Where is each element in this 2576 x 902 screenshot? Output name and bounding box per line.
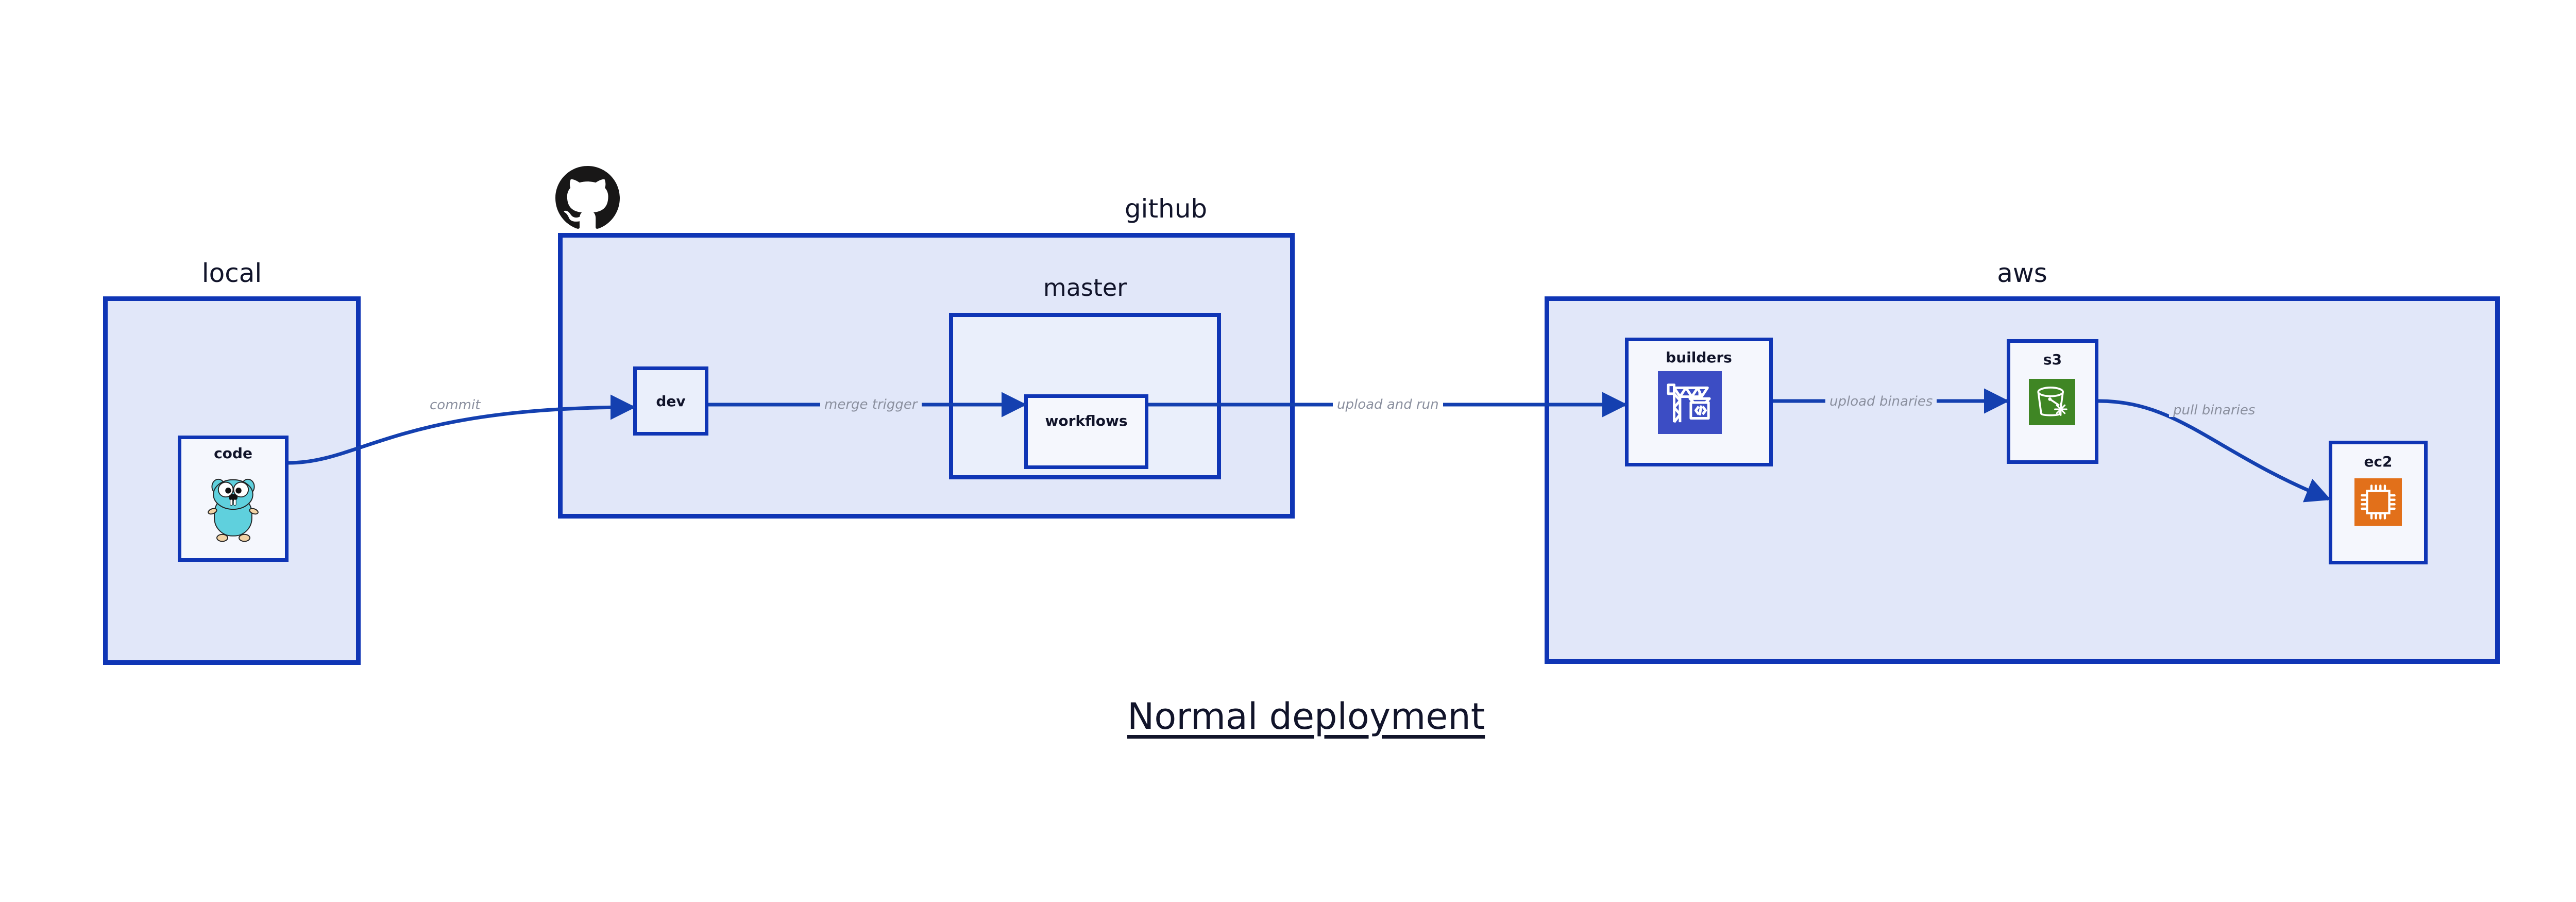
edge-label-upload-and-run: upload and run	[1333, 398, 1443, 411]
node-workflows[interactable]	[1024, 394, 1148, 469]
github-octocat-logo	[555, 166, 620, 230]
edge-label-pull-binaries: pull binaries	[2169, 404, 2260, 417]
group-label-github: github	[1124, 194, 1208, 224]
node-label-dev: dev	[656, 393, 686, 410]
node-label-workflows: workflows	[1045, 412, 1128, 429]
aws-codebuild-icon	[1658, 371, 1722, 434]
node-label-builders: builders	[1666, 349, 1732, 366]
node-label-s3: s3	[2043, 351, 2062, 368]
edge-label-commit: commit	[427, 398, 484, 412]
group-label-local: local	[201, 258, 262, 288]
subgroup-label-master: master	[1043, 274, 1127, 302]
aws-ec2-chip-icon	[2354, 478, 2402, 526]
page-title: Normal deployment	[1127, 695, 1485, 738]
edge-label-merge-trigger: merge trigger	[820, 398, 922, 411]
node-label-code: code	[214, 445, 252, 462]
group-label-aws: aws	[1997, 258, 2047, 288]
aws-s3-glacier-icon	[2029, 379, 2075, 425]
node-builders[interactable]	[1625, 338, 1773, 466]
node-label-ec2: ec2	[2364, 453, 2393, 470]
go-gopher-icon	[204, 477, 263, 544]
edge-label-upload-binaries: upload binaries	[1825, 395, 1937, 408]
